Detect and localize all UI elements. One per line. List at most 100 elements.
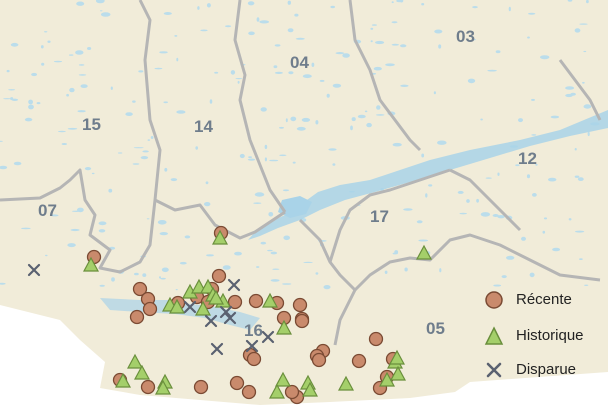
- historique-marker: [168, 298, 186, 314]
- lake-shape: [44, 31, 48, 33]
- lake-shape: [175, 289, 178, 291]
- lake-shape: [370, 40, 373, 43]
- lake-shape: [497, 215, 505, 219]
- green-triangle-marker-icon: [484, 326, 504, 345]
- lake-shape: [392, 142, 402, 147]
- lake-shape: [110, 86, 113, 90]
- lake-shape: [234, 251, 242, 256]
- lake-shape: [75, 50, 84, 55]
- lake-shape: [350, 125, 353, 131]
- lake-shape: [142, 150, 149, 153]
- lake-shape: [6, 69, 10, 73]
- lake-shape: [315, 120, 319, 125]
- recente-marker: [241, 384, 257, 400]
- lake-shape: [200, 29, 208, 32]
- historique-marker: [154, 379, 172, 395]
- lake-shape: [326, 93, 330, 98]
- recente-marker: [351, 353, 367, 369]
- st-lawrence-river: [248, 110, 608, 240]
- lake-shape: [433, 91, 436, 95]
- x-marker-icon: [486, 362, 502, 378]
- lake-shape: [61, 143, 67, 145]
- lake-shape: [328, 148, 337, 151]
- lake-shape: [163, 12, 172, 15]
- recente-marker: [193, 379, 209, 395]
- lake-shape: [45, 254, 48, 257]
- region-label-15: 15: [82, 115, 101, 134]
- lake-shape: [195, 146, 198, 150]
- historique-marker: [268, 383, 286, 399]
- legend-item-historique: Historique: [478, 324, 604, 348]
- lake-shape: [264, 144, 268, 150]
- lake-shape: [176, 57, 179, 62]
- lake-shape: [375, 40, 385, 45]
- lake-shape: [164, 167, 168, 172]
- lake-shape: [364, 110, 368, 113]
- legend-label-recente: Récente: [516, 291, 572, 308]
- region-label-03: 03: [456, 27, 475, 46]
- lake-shape: [466, 199, 470, 203]
- lake-shape: [283, 235, 291, 241]
- historique-marker: [389, 365, 407, 381]
- lake-shape: [472, 39, 476, 41]
- lake-shape: [140, 156, 149, 160]
- lake-shape: [332, 83, 342, 88]
- lake-shape: [77, 207, 84, 213]
- lake-shape: [154, 67, 163, 70]
- lake-shape: [159, 276, 161, 279]
- lake-shape: [501, 275, 507, 279]
- lake-shape: [497, 172, 500, 176]
- historique-marker: [207, 289, 225, 305]
- lake-shape: [125, 112, 133, 116]
- lake-shape: [323, 285, 331, 290]
- lake-shape: [69, 87, 75, 93]
- lake-shape: [342, 53, 350, 58]
- lake-shape: [163, 101, 168, 104]
- lake-shape: [222, 265, 231, 270]
- region-label-12: 12: [518, 149, 537, 168]
- lake-shape: [95, 0, 105, 4]
- lake-shape: [531, 98, 535, 101]
- lake-shape: [274, 71, 283, 74]
- lake-shape: [579, 258, 583, 260]
- recente-marker: [142, 301, 158, 317]
- lake-shape: [206, 254, 214, 257]
- lake-shape: [87, 47, 92, 50]
- lake-shape: [205, 181, 209, 185]
- brown-circle-marker-icon: [485, 291, 503, 309]
- recente-marker: [227, 294, 243, 310]
- lake-shape: [235, 78, 243, 80]
- lake-shape: [270, 251, 278, 255]
- lake-shape: [527, 36, 530, 39]
- lake-shape: [542, 230, 546, 234]
- lake-shape: [248, 156, 253, 159]
- lake-shape: [400, 84, 409, 88]
- lake-shape: [315, 272, 319, 275]
- lake-shape: [78, 74, 87, 76]
- lake-shape: [132, 163, 140, 165]
- lake-shape: [206, 3, 211, 8]
- lake-shape: [582, 81, 585, 84]
- lake-shape: [259, 20, 270, 24]
- lake-shape: [493, 284, 502, 287]
- historique-marker: [133, 364, 151, 380]
- lake-shape: [574, 230, 585, 233]
- lake-shape: [279, 126, 284, 129]
- lake-shape: [434, 29, 443, 34]
- lake-shape: [117, 152, 123, 154]
- lake-shape: [161, 267, 169, 273]
- lake-shape: [295, 37, 305, 40]
- lake-shape: [574, 175, 580, 178]
- lake-shape: [371, 24, 377, 26]
- lake-shape: [260, 241, 267, 245]
- recente-marker: [246, 351, 262, 367]
- lake-shape: [0, 282, 6, 285]
- lake-shape: [421, 2, 425, 6]
- lake-shape: [467, 78, 476, 84]
- lake-shape: [98, 229, 106, 233]
- lake-shape: [531, 134, 537, 136]
- lake-shape: [157, 220, 167, 225]
- lake-shape: [492, 214, 499, 217]
- disparue-marker: [183, 300, 197, 314]
- historique-marker: [211, 229, 229, 245]
